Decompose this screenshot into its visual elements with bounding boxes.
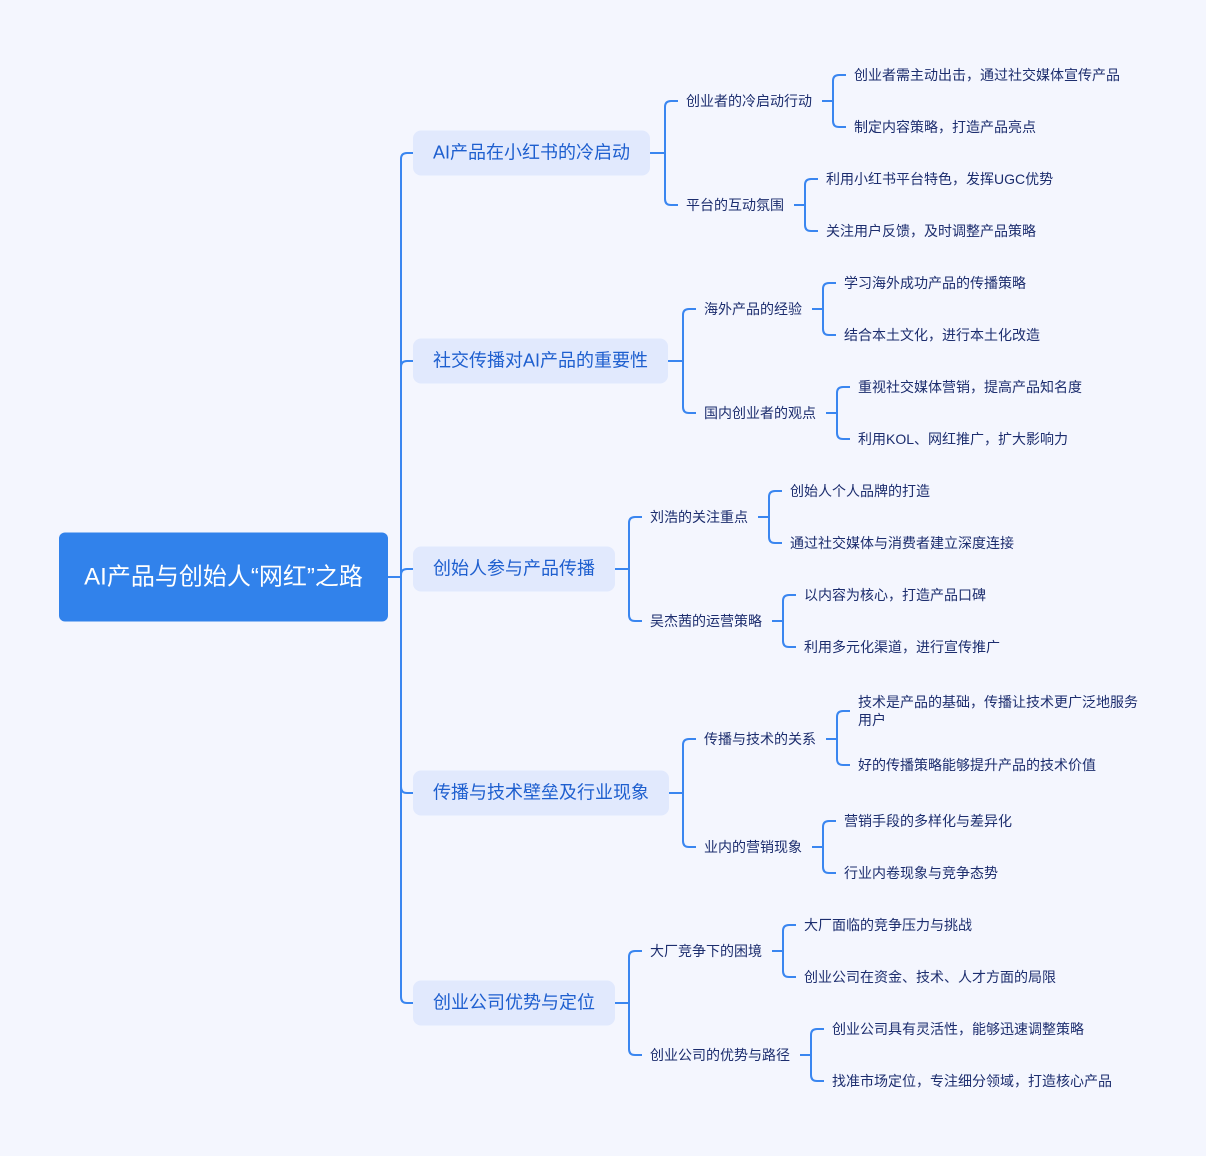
connector <box>804 205 818 232</box>
connector <box>628 1003 642 1056</box>
connector <box>768 490 782 517</box>
connector <box>682 738 696 793</box>
leaf-topic[interactable]: 通过社交媒体与消费者建立深度连接 <box>790 535 1014 551</box>
subtopic[interactable]: 平台的互动氛围 <box>686 197 784 213</box>
subtopic[interactable]: 业内的营销现象 <box>704 839 802 855</box>
branch-topic[interactable]: 传播与技术壁垒及行业现象 <box>413 770 669 816</box>
subtopic[interactable]: 刘浩的关注重点 <box>650 509 748 525</box>
connector <box>836 710 850 739</box>
connector <box>782 924 796 951</box>
connector <box>400 152 413 577</box>
branch-topic[interactable]: 创业公司优势与定位 <box>413 980 615 1026</box>
connector <box>400 577 413 1004</box>
connector <box>822 309 836 336</box>
subtopic[interactable]: 传播与技术的关系 <box>704 731 816 747</box>
leaf-topic[interactable]: 创业公司具有灵活性，能够迅速调整策略 <box>832 1021 1084 1037</box>
leaf-topic[interactable]: 制定内容策略，打造产品亮点 <box>854 119 1036 135</box>
connector <box>804 178 818 205</box>
leaf-topic[interactable]: 大厂面临的竞争压力与挑战 <box>804 917 972 933</box>
leaf-topic[interactable]: 重视社交媒体营销，提高产品知名度 <box>858 379 1082 395</box>
leaf-topic[interactable]: 找准市场定位，专注细分领域，打造核心产品 <box>832 1073 1112 1089</box>
leaf-topic[interactable]: 关注用户反馈，及时调整产品策略 <box>826 223 1036 239</box>
connector <box>832 101 846 128</box>
leaf-topic[interactable]: 利用多元化渠道，进行宣传推广 <box>804 639 1000 655</box>
root-node[interactable]: AI产品与创始人“网红”之路 <box>59 532 388 622</box>
connector <box>832 74 846 101</box>
connector <box>822 847 836 874</box>
leaf-topic[interactable]: 利用小红书平台特色，发挥UGC优势 <box>826 171 1054 187</box>
connector <box>400 568 413 577</box>
connector <box>628 569 642 622</box>
connector <box>628 950 642 1003</box>
leaf-topic[interactable]: 行业内卷现象与竞争态势 <box>844 865 998 881</box>
connector <box>782 951 796 978</box>
branch-topic[interactable]: 社交传播对AI产品的重要性 <box>413 338 669 384</box>
connector <box>400 360 413 577</box>
connector <box>682 793 696 848</box>
connector <box>810 1055 824 1082</box>
connector <box>664 153 678 206</box>
subtopic[interactable]: 海外产品的经验 <box>704 301 802 317</box>
leaf-topic[interactable]: 创业者需主动出击，通过社交媒体宣传产品 <box>854 67 1120 83</box>
subtopic[interactable]: 创业者的冷启动行动 <box>686 93 812 109</box>
connector <box>836 739 850 766</box>
connector <box>682 361 696 414</box>
connector <box>782 594 796 621</box>
branch-topic[interactable]: AI产品在小红书的冷启动 <box>413 130 651 176</box>
subtopic[interactable]: 吴杰茜的运营策略 <box>650 613 762 629</box>
subtopic[interactable]: 国内创业者的观点 <box>704 405 816 421</box>
leaf-topic[interactable]: 创业公司在资金、技术、人才方面的局限 <box>804 969 1056 985</box>
connector <box>836 386 850 413</box>
connector <box>822 820 836 847</box>
connector <box>682 308 696 361</box>
branch-topic[interactable]: 创始人参与产品传播 <box>413 546 615 592</box>
connector <box>628 516 642 569</box>
leaf-topic[interactable]: 技术是产品的基础，传播让技术更广泛地服务用户 <box>858 694 1138 728</box>
leaf-topic[interactable]: 结合本土文化，进行本土化改造 <box>844 327 1040 343</box>
connector <box>664 100 678 153</box>
connector <box>400 577 413 794</box>
leaf-topic[interactable]: 营销手段的多样化与差异化 <box>844 813 1012 829</box>
subtopic[interactable]: 大厂竞争下的困境 <box>650 943 762 959</box>
connector <box>822 282 836 309</box>
connector <box>836 413 850 440</box>
leaf-topic[interactable]: 创始人个人品牌的打造 <box>790 483 930 499</box>
leaf-topic[interactable]: 以内容为核心，打造产品口碑 <box>804 587 986 603</box>
subtopic[interactable]: 创业公司的优势与路径 <box>650 1047 790 1063</box>
connector <box>810 1028 824 1055</box>
leaf-topic[interactable]: 学习海外成功产品的传播策略 <box>844 275 1026 291</box>
leaf-topic[interactable]: 利用KOL、网红推广，扩大影响力 <box>858 431 1069 447</box>
connector <box>768 517 782 544</box>
leaf-topic[interactable]: 好的传播策略能够提升产品的技术价值 <box>858 757 1096 773</box>
connector <box>782 621 796 648</box>
